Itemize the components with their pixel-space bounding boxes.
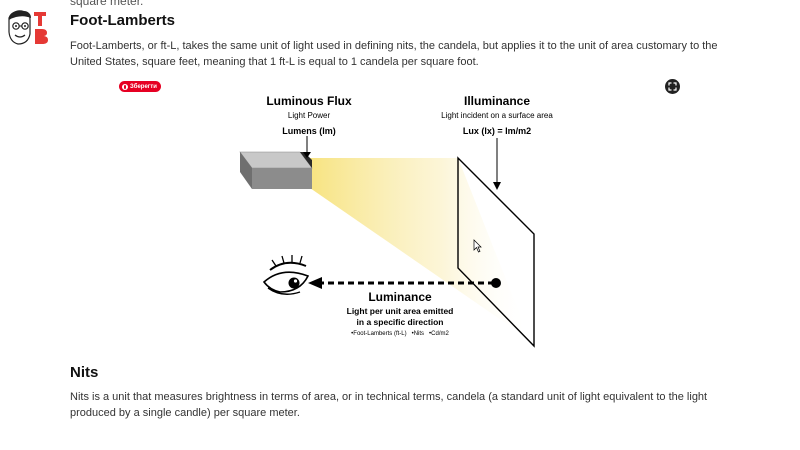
surface-plane (457, 156, 535, 348)
mouse-cursor-icon (473, 239, 482, 253)
luminance-title: Luminance (368, 290, 432, 304)
illuminance-title: Illuminance (463, 94, 531, 108)
heading-nits: Nits (70, 364, 99, 381)
pinterest-icon (122, 83, 128, 90)
expand-image-button[interactable] (665, 79, 680, 94)
light-source-box (239, 151, 313, 189)
tb-logo-icon (8, 10, 48, 45)
paragraph-nits: Nits is a unit that measures brightness … (70, 391, 708, 419)
flux-desc: Light Power (287, 111, 331, 120)
site-logo[interactable] (4, 6, 50, 48)
heading-foot-lamberts: Foot-Lamberts (70, 12, 175, 29)
illuminance-desc: Light incident on a surface area (441, 111, 553, 120)
luminance-desc-line1: Light per unit area emitted (346, 306, 454, 316)
eye-icon (262, 255, 310, 295)
luminance-units: •Foot-Lamberts (ft-L) •Nits •Cd/m2 (351, 331, 449, 337)
previous-paragraph-fragment: square meter. (70, 0, 144, 8)
pinterest-save-label: Зберегти (130, 83, 157, 90)
flux-title: Luminous Flux (266, 94, 352, 108)
light-beam (310, 158, 530, 340)
paragraph-foot-lamberts: Foot-Lamberts, or ft-L, takes the same u… (70, 40, 718, 68)
pinterest-save-button[interactable]: Зберегти (119, 81, 161, 92)
flux-unit: Lumens (lm) (282, 126, 336, 136)
luminance-desc-line2: in a specific direction (356, 317, 444, 327)
expand-icon (668, 82, 677, 91)
illuminance-unit: Lux (lx) = lm/m2 (462, 126, 532, 136)
